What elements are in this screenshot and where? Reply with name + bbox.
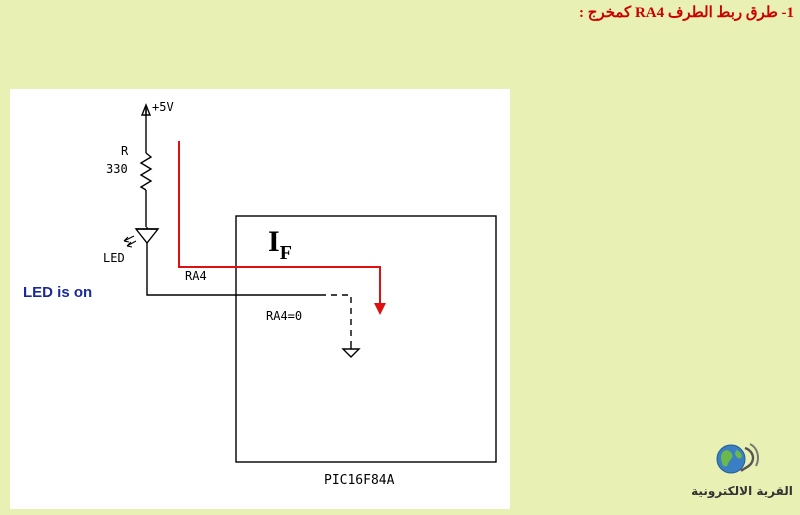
logo-text: القرية الالكترونية (691, 484, 793, 498)
led-status-text: LED is on (23, 284, 93, 301)
wire-led-pin (146, 243, 320, 296)
resistor-name: R (121, 144, 129, 158)
resistor-value: 330 (106, 162, 128, 176)
led-label: LED (103, 251, 125, 265)
led-light-arrow (123, 235, 135, 243)
pin-label: RA4 (185, 269, 207, 283)
chip-outline (235, 215, 497, 463)
led-triangle (134, 228, 160, 245)
site-logo: القرية الالكترونية (688, 440, 798, 510)
supply-label: +5V (152, 100, 174, 114)
internal-switch-path (320, 294, 352, 344)
led-light-arrow (126, 240, 137, 248)
pin-state-label: RA4=0 (266, 309, 302, 323)
current-arrowhead (374, 303, 386, 315)
current-label: IF (268, 225, 292, 264)
chip-label: PIC16F84A (324, 473, 395, 488)
ground-symbol (341, 348, 361, 358)
current-path (178, 141, 381, 307)
circuit-svg: +5V R 330 LED PIC16F84A RA4 RA4=0 I (103, 100, 497, 488)
resistor-symbol (139, 152, 153, 191)
globe-icon (716, 443, 759, 474)
circuit-diagram: +5V R 330 LED PIC16F84A RA4 RA4=0 I (10, 89, 510, 509)
page-heading: 1- طرق ربط الطرف RA4 كمخرج : (579, 5, 794, 21)
